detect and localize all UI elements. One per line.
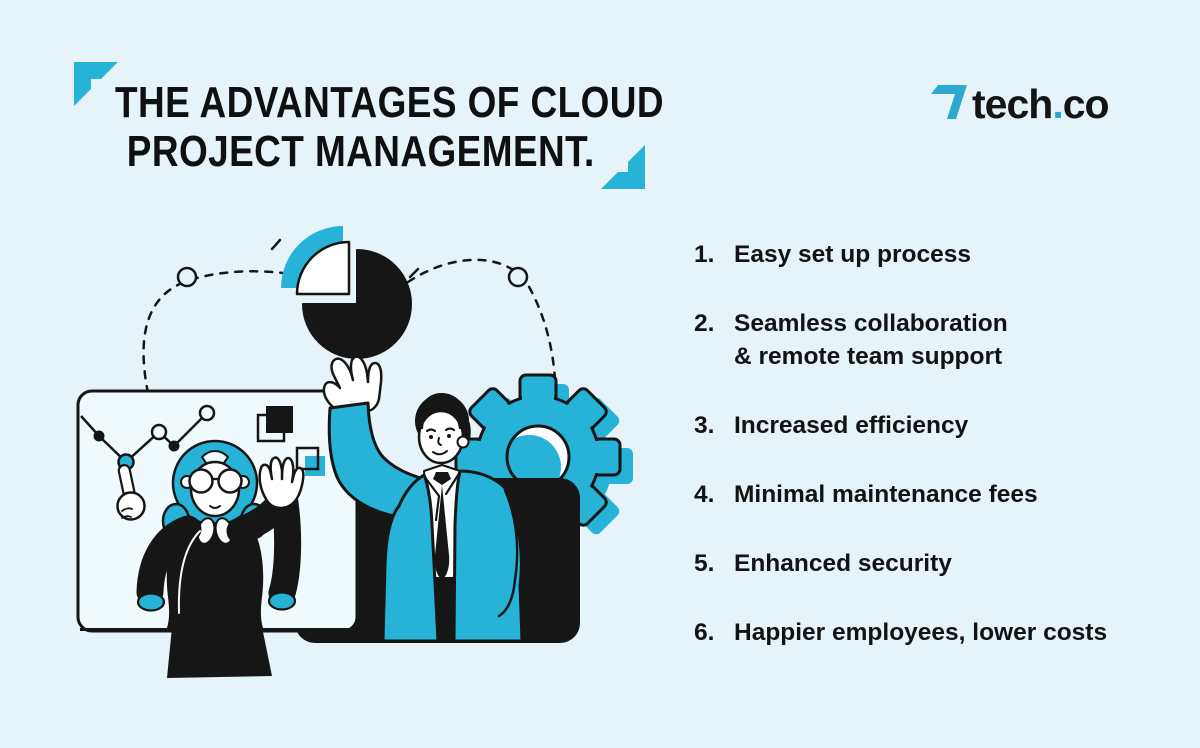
techco-logo: tech.co: [931, 84, 1110, 125]
woman-glasses-icon: [188, 468, 214, 494]
man-in-suit: [322, 355, 524, 643]
woman-cuff-right: [267, 591, 297, 611]
list-item-4: 4. Minimal maintenance fees: [694, 478, 1164, 511]
item-number: 3.: [694, 412, 715, 439]
man-jacket-right: [452, 469, 524, 643]
woman-presenter: [116, 439, 305, 678]
dashed-connector-right: [406, 258, 557, 382]
logo-text-part2: co: [1062, 81, 1110, 127]
item-text: Increased efficiency: [734, 412, 969, 439]
woman-fist: [116, 491, 146, 521]
title-line-1: THE ADVANTAGES OF CLOUD: [115, 78, 664, 127]
decor-squares: [256, 406, 325, 476]
item-number: 6.: [694, 619, 715, 646]
woman-skirt: [167, 627, 272, 678]
list-item-2: 2. Seamless collaboration& remote team s…: [694, 307, 1164, 373]
pie-chart-icon: [270, 226, 420, 359]
list-item-1: 1. Easy set up process: [694, 238, 1164, 271]
corner-bracket-bottom-right-icon: [601, 145, 645, 189]
dashed-connector-left: [142, 270, 299, 395]
item-number: 4.: [694, 481, 715, 508]
woman-cuff-left: [136, 592, 166, 612]
advantages-list: 1. Easy set up process 2. Seamless colla…: [694, 238, 1164, 685]
man-jacket-left: [381, 473, 440, 643]
woman-torso: [166, 522, 264, 628]
techco-logo-mark-icon: [931, 85, 967, 119]
woman-left-sleeve: [136, 515, 202, 606]
corner-bracket-top-left-icon: [74, 62, 118, 106]
list-item-5: 5. Enhanced security: [694, 547, 1164, 580]
item-text: Enhanced security: [734, 550, 952, 577]
title-block: THE ADVANTAGES OF CLOUD PROJECT MANAGEME…: [115, 78, 769, 176]
logo-dot: .: [1052, 81, 1063, 127]
item-text: Happier employees, lower costs: [734, 619, 1108, 646]
list-item-3: 3. Increased efficiency: [694, 409, 1164, 442]
title-line-2: PROJECT MANAGEMENT.: [126, 127, 595, 176]
item-number: 1.: [694, 241, 715, 268]
connector-node-right-icon: [507, 266, 529, 288]
item-number: 2.: [694, 310, 715, 337]
woman-open-hand: [258, 456, 305, 510]
page-title: THE ADVANTAGES OF CLOUD PROJECT MANAGEME…: [115, 78, 664, 176]
line-chart-icon: [80, 404, 216, 471]
item-number: 5.: [694, 550, 715, 577]
logo-text-part1: tech: [972, 81, 1053, 127]
techco-logo-text: tech.co: [972, 84, 1110, 125]
item-text: Easy set up process: [734, 241, 971, 268]
man-tie: [433, 472, 451, 579]
connector-node-left-icon: [176, 266, 198, 288]
item-text: Minimal maintenance fees: [734, 481, 1038, 508]
man-raised-hand: [322, 355, 383, 415]
item-text: Seamless collaboration& remote team supp…: [734, 310, 1008, 370]
cloud-pm-illustration: [76, 226, 633, 678]
list-item-6: 6. Happier employees, lower costs: [694, 616, 1164, 649]
